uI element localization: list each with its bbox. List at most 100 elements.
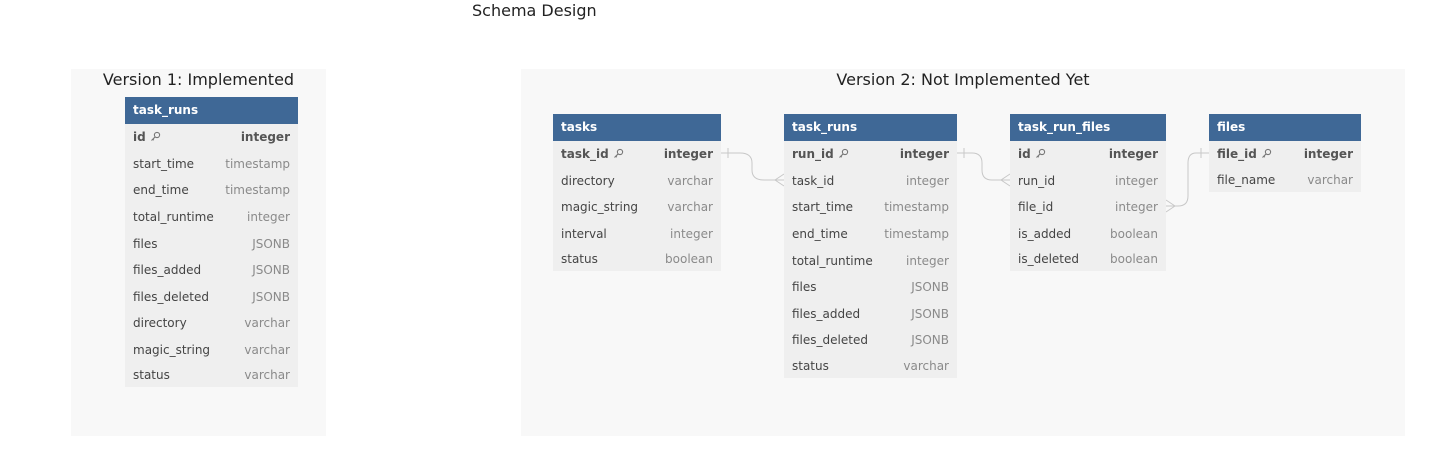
column-name-cell: total_runtime — [133, 210, 214, 224]
column-name: file_name — [1217, 172, 1276, 187]
column-name-cell: is_deleted — [1018, 252, 1079, 266]
column-row[interactable]: file_name varchar — [1209, 168, 1361, 192]
column-row[interactable]: interval integer — [553, 221, 721, 248]
column-name: run_id — [792, 146, 834, 161]
column-name-cell: directory — [561, 174, 615, 188]
table-header: tasks — [553, 114, 721, 141]
column-type: integer — [670, 227, 713, 242]
column-row[interactable]: file_id integer — [1010, 194, 1166, 221]
column-name-cell: task_id — [561, 147, 624, 162]
diagram-title: Schema Design — [472, 1, 597, 20]
column-type: integer — [1303, 147, 1353, 162]
column-name: start_time — [133, 156, 195, 171]
column-name: id — [133, 129, 146, 144]
column-row[interactable]: file_id integer — [1209, 141, 1361, 168]
column-name: task_id — [561, 146, 609, 161]
column-row[interactable]: directory varchar — [125, 310, 298, 337]
column-name: file_id — [1018, 200, 1054, 215]
column-name: end_time — [792, 227, 848, 242]
column-type: JSONB — [252, 263, 290, 278]
column-row[interactable]: task_id integer — [553, 141, 721, 168]
column-name-cell: files — [133, 237, 158, 251]
column-row[interactable]: id integer — [125, 124, 298, 151]
column-name: is_added — [1018, 227, 1072, 242]
column-type: boolean — [1110, 252, 1158, 267]
column-name: status — [792, 358, 829, 373]
primary-key-icon — [1261, 148, 1272, 162]
column-name-cell: status — [792, 359, 829, 373]
column-name-cell: files — [792, 280, 817, 294]
column-name-cell: run_id — [792, 147, 849, 162]
column-name-cell: magic_string — [133, 343, 210, 357]
column-type: JSONB — [911, 333, 949, 348]
relationship-task-runs-task-run-files — [957, 152, 1010, 181]
group-title: Version 1: Implemented — [102, 70, 295, 89]
column-type: varchar — [244, 316, 290, 331]
column-type: varchar — [1307, 172, 1353, 187]
column-name: files_deleted — [133, 289, 209, 304]
column-type: timestamp — [884, 200, 949, 215]
column-type: varchar — [903, 358, 949, 373]
column-row[interactable]: id integer — [1010, 141, 1166, 168]
column-row[interactable]: total_runtime integer — [125, 204, 298, 231]
column-row[interactable]: status varchar — [784, 354, 957, 378]
table-header: task_run_files — [1010, 114, 1166, 141]
column-name-cell: status — [133, 368, 170, 382]
column-name: directory — [133, 316, 187, 331]
relationship-files-task-run-files — [1166, 152, 1209, 207]
column-name-cell: file_id — [1217, 147, 1272, 162]
column-name: id — [1018, 146, 1031, 161]
column-type: JSONB — [911, 306, 949, 321]
column-type: integer — [1115, 200, 1158, 215]
column-name: magic_string — [561, 200, 639, 215]
column-name-cell: interval — [561, 227, 607, 241]
column-name: files_added — [792, 306, 861, 321]
primary-key-icon — [613, 148, 624, 162]
column-row[interactable]: is_deleted boolean — [1010, 247, 1166, 271]
column-row[interactable]: files_added JSONB — [784, 301, 957, 328]
column-type: integer — [1108, 147, 1158, 162]
column-name: files_added — [133, 263, 202, 278]
column-name-cell: file_name — [1217, 173, 1275, 187]
column-type: JSONB — [252, 236, 290, 251]
column-name: files — [133, 236, 158, 251]
column-type: integer — [906, 253, 949, 268]
table-header: task_runs — [125, 97, 298, 124]
column-type: integer — [247, 210, 290, 225]
column-name: magic_string — [133, 343, 211, 358]
column-name-cell: start_time — [792, 200, 853, 214]
column-name-cell: id — [1018, 147, 1046, 162]
column-row[interactable]: total_runtime integer — [784, 247, 957, 274]
column-row[interactable]: start_time timestamp — [784, 194, 957, 221]
column-name-cell: magic_string — [561, 200, 638, 214]
column-row[interactable]: files JSONB — [125, 230, 298, 257]
column-name-cell: file_id — [1018, 200, 1053, 214]
column-name-cell: run_id — [1018, 174, 1055, 188]
column-type: integer — [663, 147, 713, 162]
column-type: integer — [240, 130, 290, 145]
column-row[interactable]: files_added JSONB — [125, 257, 298, 284]
column-name-cell: total_runtime — [792, 254, 873, 268]
primary-key-icon — [1035, 148, 1046, 162]
